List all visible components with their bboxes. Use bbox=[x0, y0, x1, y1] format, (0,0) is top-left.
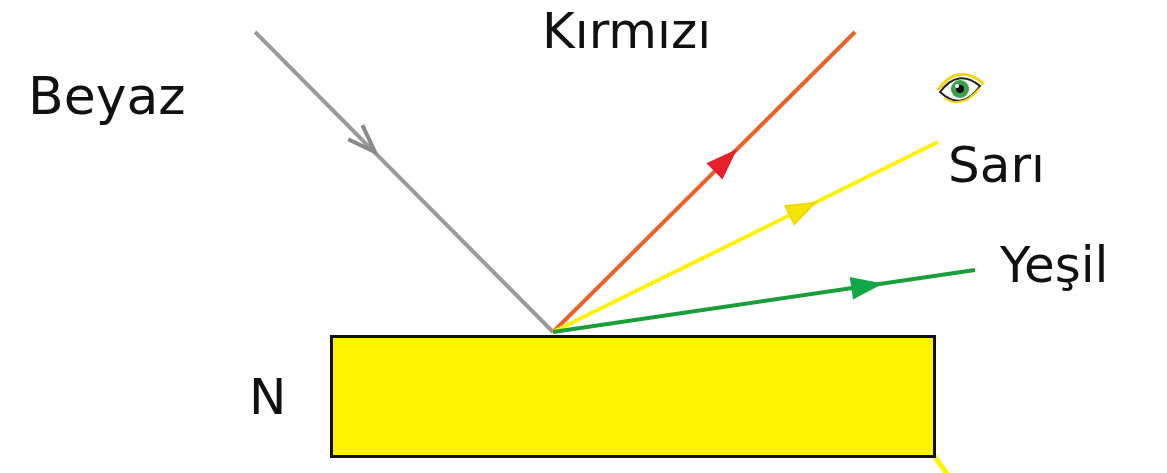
eye-icon bbox=[938, 74, 984, 102]
green-ray bbox=[553, 270, 975, 332]
object-name: N bbox=[249, 372, 286, 422]
red-ray bbox=[553, 32, 855, 332]
color-label: Sarı bbox=[948, 140, 1045, 190]
light-label: Beyaz bbox=[28, 70, 186, 122]
object-block: N bbox=[330, 335, 936, 458]
yellow-ray bbox=[934, 456, 948, 473]
arrow-head bbox=[851, 278, 880, 298]
color-label: Kırmızı bbox=[542, 6, 711, 56]
arrow-head bbox=[348, 125, 375, 152]
arrow-head bbox=[786, 203, 816, 224]
incident-ray bbox=[255, 32, 553, 332]
arrow-head bbox=[708, 151, 735, 178]
color-label: Yeşil bbox=[1000, 240, 1109, 290]
